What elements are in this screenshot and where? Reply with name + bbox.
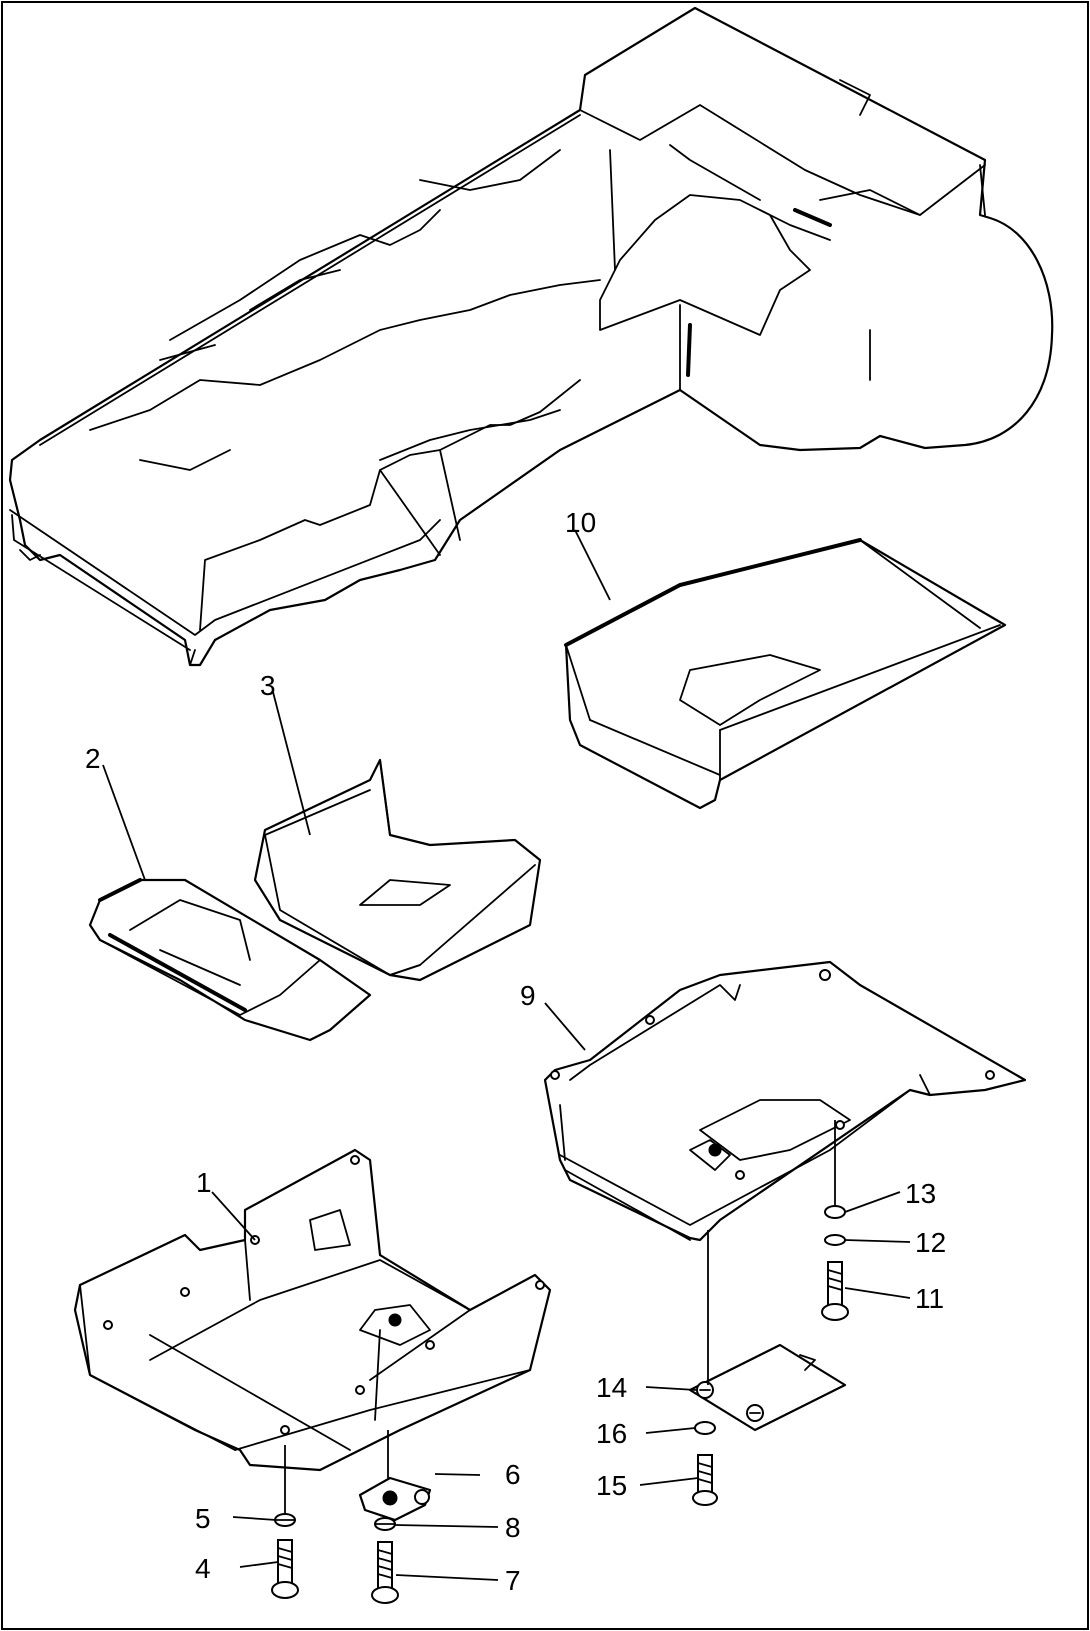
main-frame [8, 6, 1054, 667]
callout-12: 12 [915, 1227, 946, 1258]
callout-5: 5 [195, 1503, 211, 1534]
callout-8: 8 [505, 1512, 521, 1543]
callout-7: 7 [505, 1565, 521, 1596]
bolt-15 [692, 1454, 718, 1506]
callout-6: 6 [505, 1459, 521, 1490]
washer-12 [824, 1234, 846, 1246]
callout-2: 2 [85, 743, 101, 774]
callout-13: 13 [905, 1178, 936, 1209]
part-2-cover [88, 878, 372, 1042]
bolt-7 [371, 1541, 399, 1604]
callout-4: 4 [195, 1553, 211, 1584]
bolt-4 [271, 1539, 299, 1599]
part-6-plate [358, 1476, 432, 1522]
part-3-cover [253, 758, 542, 982]
part-1-cover [73, 1148, 552, 1472]
callout-11: 11 [915, 1283, 944, 1314]
part-10-cover [564, 538, 1007, 810]
part-14-plate [688, 1343, 847, 1432]
callout-16: 16 [596, 1418, 627, 1449]
callout-labels: 1 2 3 10 9 13 12 11 14 16 15 6 5 8 4 7 [85, 507, 946, 1596]
callout-3: 3 [260, 670, 276, 701]
hardware [271, 1120, 849, 1604]
callout-9: 9 [520, 980, 536, 1011]
washer-13 [824, 1205, 846, 1219]
callout-1: 1 [196, 1167, 212, 1198]
callout-10: 10 [565, 507, 596, 538]
callout-15: 15 [596, 1470, 627, 1501]
part-9-cover [543, 960, 1027, 1242]
washer-16 [694, 1421, 716, 1435]
leader-lines [102, 529, 911, 1581]
callout-14: 14 [596, 1372, 627, 1403]
bolt-11 [821, 1261, 849, 1321]
